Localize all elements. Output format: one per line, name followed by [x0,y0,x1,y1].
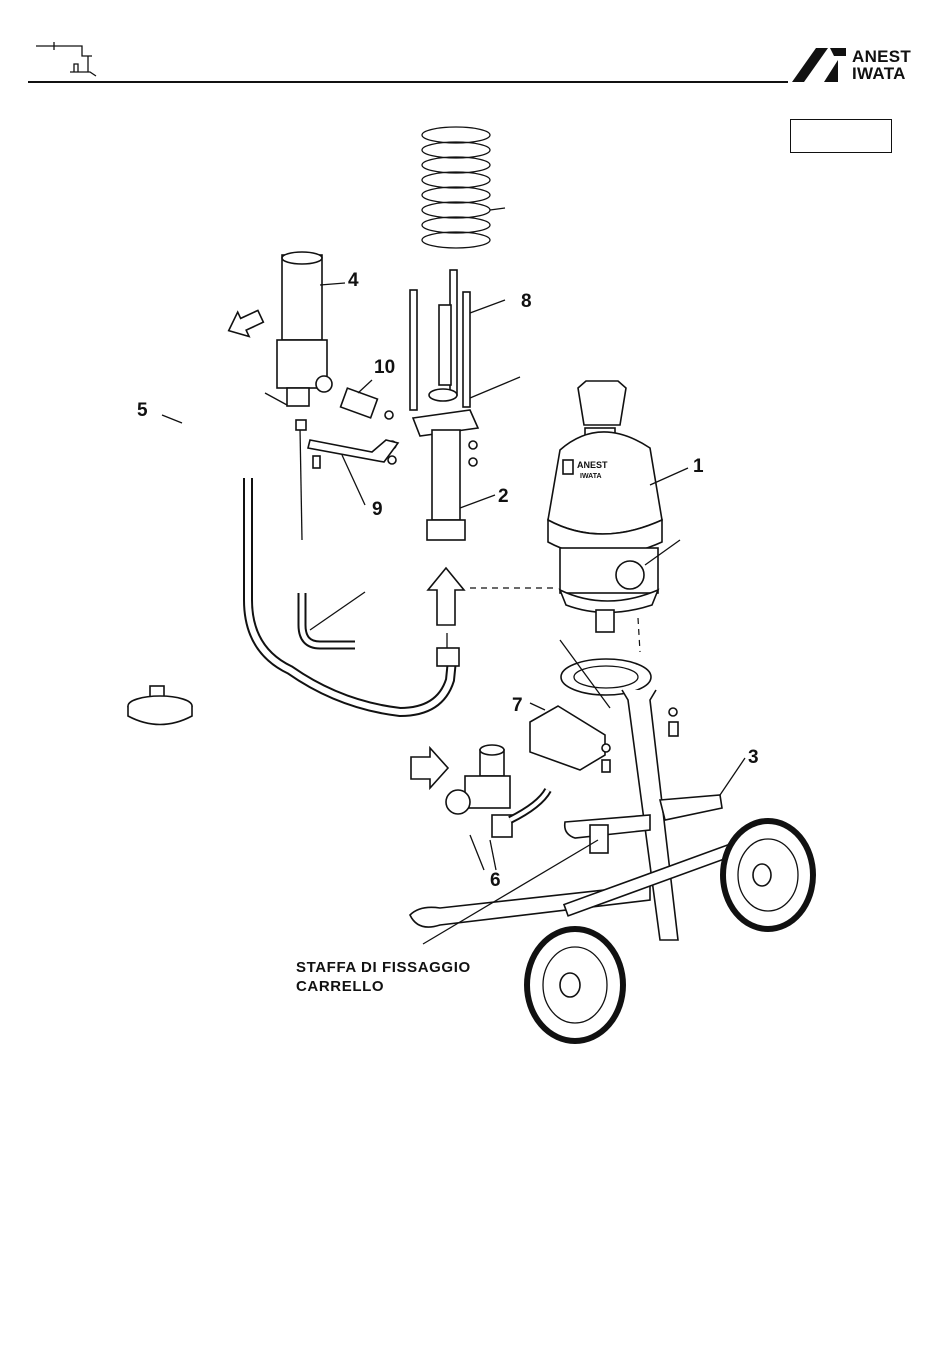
air-motor: ANEST IWATA [548,381,688,632]
mounting-bracket [308,440,398,505]
callout-8: 8 [521,291,532,312]
brand-text: ANEST IWATA [852,48,911,82]
callout-3: 3 [748,747,759,768]
callout-7: 7 [512,695,523,716]
callout-4: 4 [348,270,359,291]
exploded-parts-diagram: ANEST IWATA [0,90,950,1050]
bracket-label-line-2: CARRELLO [296,978,384,995]
suction-tube [128,392,248,725]
air-regulator [446,745,548,870]
callout-10: 10 [374,357,395,378]
fluid-hose [248,478,459,712]
hose-fitting [341,380,378,418]
brand-line-1: ANEST [852,48,911,65]
callout-5: 5 [137,400,148,421]
callout-2: 2 [498,486,509,507]
motor-badge-line-2: IWATA [580,473,602,480]
brand-logo: ANEST IWATA [790,46,935,86]
callout-9: 9 [372,499,383,520]
fluid-filter [265,252,345,540]
brand-line-2: IWATA [852,65,911,82]
bracket-label-line-1: STAFFA DI FISSAGGIO [296,959,471,976]
callout-1: 1 [693,456,704,477]
header-rule [28,81,788,83]
spring [422,127,505,248]
callout-6: 6 [490,870,501,891]
pump-icon [30,38,110,82]
anest-iwata-logo-icon [790,46,848,84]
motor-badge-line-1: ANEST [577,460,608,470]
